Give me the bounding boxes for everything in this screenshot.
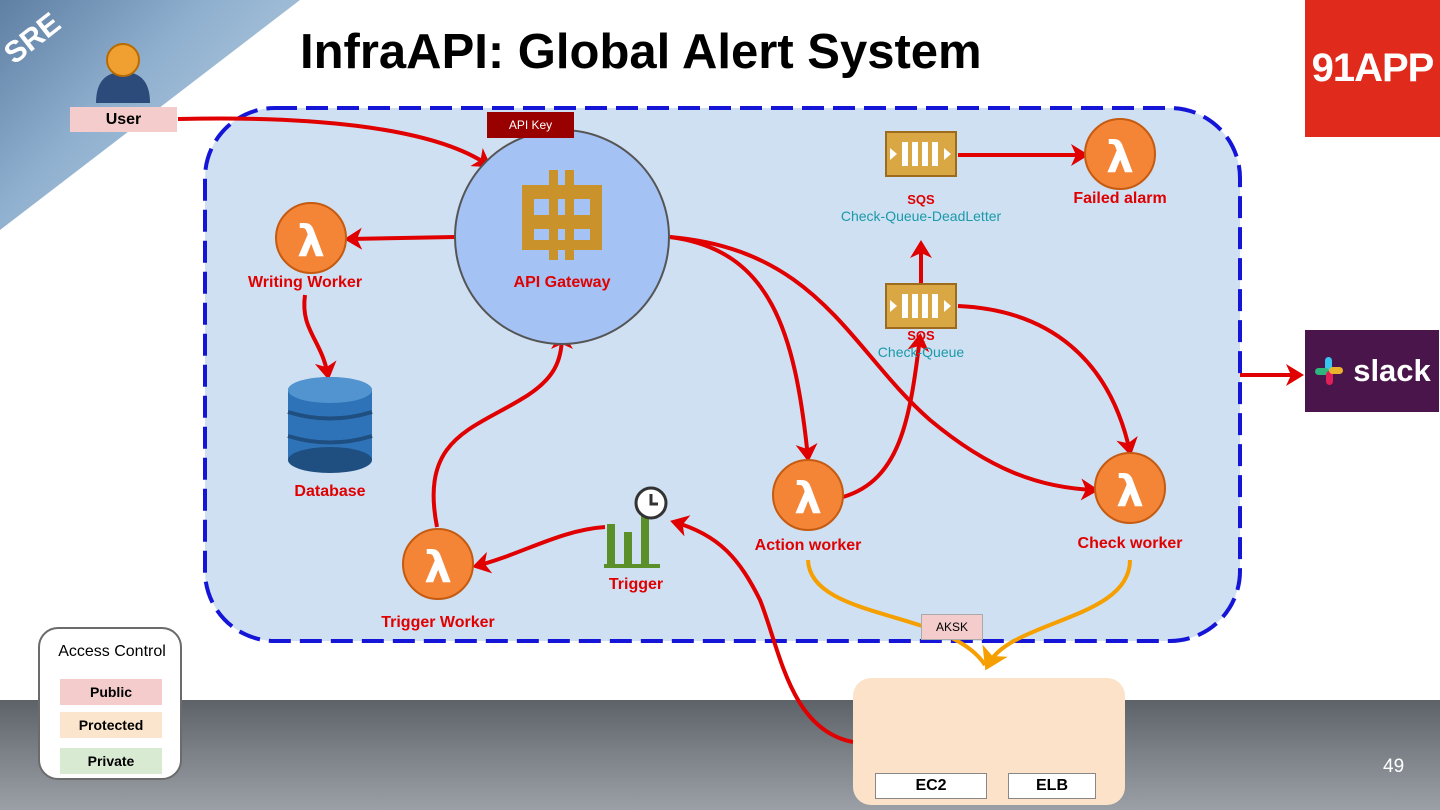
svg-text:λ: λ — [794, 473, 822, 524]
sqs-deadletter-title: SQS — [907, 192, 935, 207]
dynamodb-icon — [287, 377, 373, 473]
database-label: Database — [294, 483, 366, 500]
slack-icon — [1315, 357, 1344, 385]
svg-text:λ: λ — [424, 542, 452, 593]
sqs-deadletter-name: Check-Queue-DeadLetter — [840, 208, 1002, 224]
trigger-label: Trigger — [608, 576, 664, 593]
access-protected: Protected — [60, 712, 162, 738]
lambda-icon: λ — [402, 528, 474, 600]
trigger-worker-label: Trigger Worker — [381, 614, 495, 631]
failed-alarm-label: Failed alarm — [1073, 190, 1167, 207]
arrow-gateway-to-action — [669, 235, 818, 462]
footer-band — [0, 700, 1440, 810]
sqs-check-title: SQS — [907, 328, 935, 343]
arrow-action-to-sqs — [842, 333, 930, 499]
arrow-sqs-to-check — [957, 304, 1138, 456]
writing-worker-label: Writing Worker — [247, 274, 363, 291]
arrow-action-to-aws — [806, 559, 987, 667]
slack-logo: slack — [1305, 330, 1439, 412]
api-key-tag: API Key — [487, 112, 574, 138]
access-control-title: Access Control — [58, 643, 166, 660]
user-icon — [96, 43, 150, 103]
private-zone — [203, 106, 1242, 643]
aksk-tag: AKSK — [921, 614, 983, 640]
api-gateway-label: API Gateway — [513, 274, 611, 291]
svg-text:λ: λ — [1106, 132, 1134, 183]
elb-label: ELB — [1008, 773, 1096, 799]
sqs-icon — [885, 283, 957, 329]
action-worker-label: Action worker — [754, 537, 862, 554]
lambda-icon: λ — [1084, 118, 1156, 190]
arrow-trigger-to-triggerworker — [472, 525, 606, 574]
slide-title: InfraAPI: Global Alert System — [300, 25, 982, 79]
check-worker-label: Check worker — [1077, 535, 1183, 552]
lambda-icon: λ — [772, 459, 844, 531]
sqs-check-name: Check-Queue — [877, 344, 965, 360]
access-control-legend: Access Control Public Protected Private — [38, 627, 182, 780]
api-gateway-circle — [454, 129, 670, 345]
ec2-label: EC2 — [875, 773, 987, 799]
arrow-gateway-to-check — [669, 235, 1099, 501]
sqs-icon — [885, 131, 957, 177]
arrow-ec2-to-trigger — [670, 515, 854, 744]
arrow-triggerworker-to-gateway — [431, 331, 573, 528]
api-gateway-icon — [522, 170, 602, 260]
lambda-icon: λ — [1094, 452, 1166, 524]
access-private: Private — [60, 748, 162, 774]
svg-text:λ: λ — [297, 216, 325, 267]
svg-text:λ: λ — [1116, 466, 1144, 517]
91app-logo: 91APP — [1305, 0, 1440, 137]
arrow-writing-to-database — [302, 294, 337, 380]
lambda-icon: λ — [275, 202, 347, 274]
access-public: Public — [60, 679, 162, 705]
cloudwatch-trigger-icon — [604, 486, 668, 568]
slack-wordmark: slack — [1353, 353, 1431, 388]
page-number: 49 — [1383, 756, 1405, 777]
arrow-gateway-to-writing — [344, 227, 456, 250]
user-label: User — [70, 107, 177, 132]
arrow-check-to-aws — [982, 559, 1132, 671]
arrow-user-to-gateway — [177, 116, 492, 168]
